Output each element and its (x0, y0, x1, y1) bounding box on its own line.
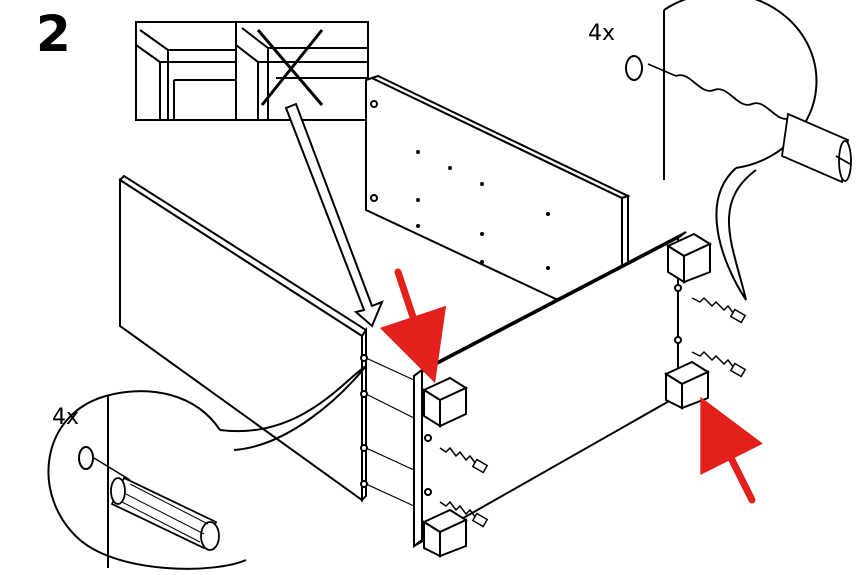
cam-block (668, 234, 710, 282)
red-arrow (379, 272, 447, 384)
screw-callout (626, 0, 851, 300)
wooden-dowel-icon (111, 478, 219, 550)
cam-block (424, 378, 466, 426)
dowel-guide-lines (366, 358, 414, 506)
cam-block (424, 510, 466, 556)
screw-quantity: 4x (588, 21, 615, 46)
cam-screw-icon (692, 352, 745, 376)
front-panel (414, 232, 745, 556)
cam-screw-icon (440, 448, 487, 472)
detail-wrong (236, 28, 368, 120)
detail-correct (136, 30, 236, 120)
step-number: 2 (36, 5, 71, 63)
panel-holes (416, 150, 550, 270)
panel-holes (425, 285, 681, 495)
cam-screw-icon (440, 502, 487, 526)
dowel-callout (48, 366, 366, 569)
cam-screw-icon (676, 75, 851, 182)
cross-mark-icon (258, 30, 322, 105)
edge-detail-boxes (136, 22, 382, 326)
detail-pointer-arrow (286, 104, 382, 326)
dowel-quantity: 4x (52, 405, 79, 430)
red-arrow (700, 396, 763, 500)
cam-screw-icon (692, 298, 745, 322)
